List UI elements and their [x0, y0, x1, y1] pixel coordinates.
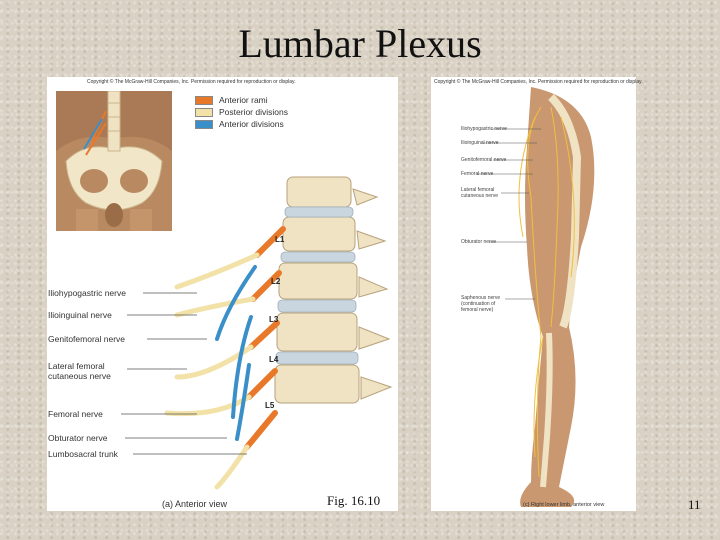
slide-title: Lumbar Plexus: [238, 21, 482, 66]
figure-panel-anterior: Copyright © The McGraw-Hill Companies, I…: [47, 77, 398, 511]
limb-label: Genitofemoral nerve: [461, 157, 507, 163]
anterior-rami-swatch: [195, 95, 213, 105]
copyright-notice: Copyright © The McGraw-Hill Companies, I…: [434, 79, 643, 85]
legend-item: Anterior rami: [195, 94, 288, 106]
anterior-divisions-swatch: [195, 119, 213, 129]
nerve-label: Lumbosacral trunk: [48, 449, 118, 459]
limb-label: Obturator nerve: [461, 239, 497, 245]
lower-limb-illustration: [477, 87, 595, 507]
posterior-divisions-swatch: [195, 107, 213, 117]
level-label-l1: L1: [275, 235, 285, 244]
panel-caption: (c) Right lower limb, anterior view: [523, 502, 605, 508]
legend-label: Anterior divisions: [219, 119, 284, 129]
level-label-l4: L4: [269, 355, 279, 364]
nerve-label: Obturator nerve: [48, 433, 108, 443]
color-legend: Anterior rami Posterior divisions Anteri…: [195, 94, 288, 130]
limb-label: Ilioinguinal nerve: [461, 140, 499, 146]
level-label-l3: L3: [269, 315, 279, 324]
lumbar-plexus-illustration: [121, 176, 393, 490]
nerve-label: Genitofemoral nerve: [48, 334, 126, 344]
nerve-label: Iliohypogastric nerve: [48, 288, 126, 298]
level-label-l5: L5: [265, 401, 275, 410]
figure-reference: Fig. 16.10: [327, 493, 381, 508]
nerve-label: Ilioinguinal nerve: [48, 310, 112, 320]
limb-label: Femoral nerve: [461, 171, 494, 177]
panel-caption: (a) Anterior view: [162, 499, 228, 509]
level-label-l2: L2: [271, 277, 281, 286]
nerve-label: Lateral femoral cutaneous nerve: [48, 361, 111, 381]
legend-label: Posterior divisions: [219, 107, 288, 117]
limb-label: Iliohypogastric nerve: [461, 126, 507, 132]
legend-item: Posterior divisions: [195, 106, 288, 118]
figure-panel-lower-limb: Copyright © The McGraw-Hill Companies, I…: [431, 77, 643, 511]
limb-label: Saphenous nerve (continuation of femoral…: [461, 295, 501, 313]
nerve-label: Femoral nerve: [48, 409, 103, 419]
legend-label: Anterior rami: [219, 95, 268, 105]
torso-inset-illustration: [56, 91, 172, 231]
copyright-notice: Copyright © The McGraw-Hill Companies, I…: [87, 79, 296, 85]
limb-label: Lateral femoral cutaneous nerve: [461, 187, 498, 199]
page-number: 11: [688, 497, 701, 512]
legend-item: Anterior divisions: [195, 118, 288, 130]
